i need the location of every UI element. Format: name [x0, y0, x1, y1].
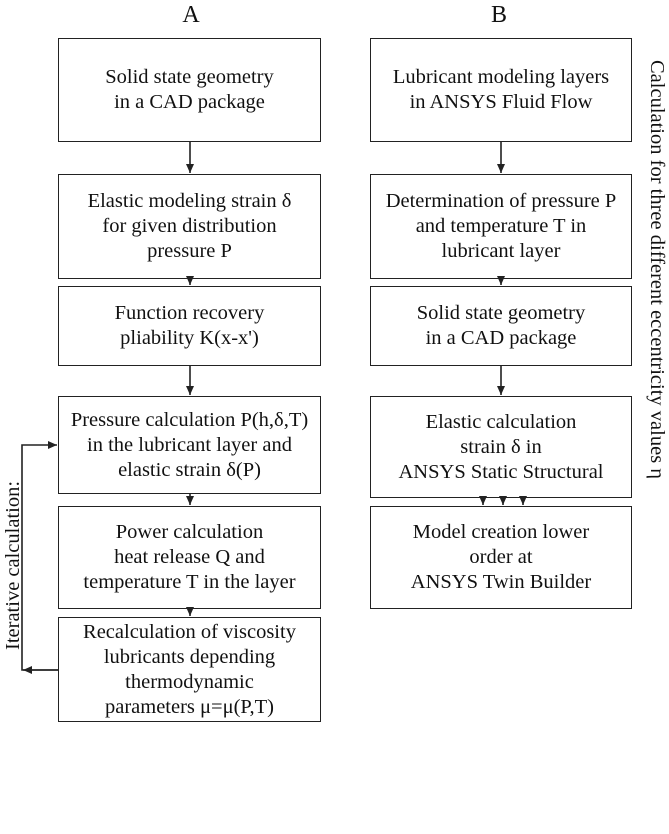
- a-step-1-text: Solid state geometry in a CAD package: [105, 66, 274, 113]
- a-step-power-box-main: Power calculation heat release Q and tem…: [58, 506, 321, 609]
- b-step-1-box: Lubricant modeling layers in ANSYS Fluid…: [370, 38, 632, 142]
- a-step-pressure-box: Pressure calculation P(h,δ,T) in the lub…: [58, 396, 321, 494]
- column-b-title: B: [490, 2, 507, 28]
- column-a-title: A: [182, 2, 200, 28]
- b-step-5-text: Model creation lower order at ANSYS Twin…: [410, 521, 592, 593]
- b-step-2-text: Determination of pressure P and temperat…: [385, 190, 617, 262]
- a-step-1-box: Solid state geometry in a CAD package: [58, 38, 321, 142]
- b-step-5-box: Model creation lower order at ANSYS Twin…: [370, 506, 632, 609]
- a-step-5-text: Power calculation heat release Q and tem…: [83, 521, 296, 593]
- b-step-4-box: Elastic calculation strain δ in ANSYS St…: [370, 396, 632, 498]
- b-step-2-box: Determination of pressure P and temperat…: [370, 174, 632, 279]
- b-step-4-text: Elastic calculation strain δ in ANSYS St…: [398, 410, 604, 483]
- eccentricity-label: Calculation for three different eccentri…: [646, 60, 668, 480]
- b-step-1-text: Lubricant modeling layers in ANSYS Fluid…: [392, 66, 610, 113]
- iterative-calculation-label: Iterative calculation:: [2, 480, 24, 650]
- a-step-2-text: Elastic modeling strain δ for given dist…: [87, 190, 292, 262]
- a-step-4-text: Pressure calculation P(h,δ,T) in the lub…: [70, 408, 309, 481]
- a-step-6-box: Recalculation of viscosity lubricants de…: [58, 617, 321, 722]
- a-step-3-box: Function recovery pliability K(x-x'): [58, 286, 321, 366]
- a-step-3-text: Function recovery pliability K(x-x'): [114, 302, 265, 349]
- b-step-3-box: Solid state geometry in a CAD package: [370, 286, 632, 366]
- a-step-6-text: Recalculation of viscosity lubricants de…: [83, 620, 296, 718]
- b-step-3-text: Solid state geometry in a CAD package: [416, 302, 586, 349]
